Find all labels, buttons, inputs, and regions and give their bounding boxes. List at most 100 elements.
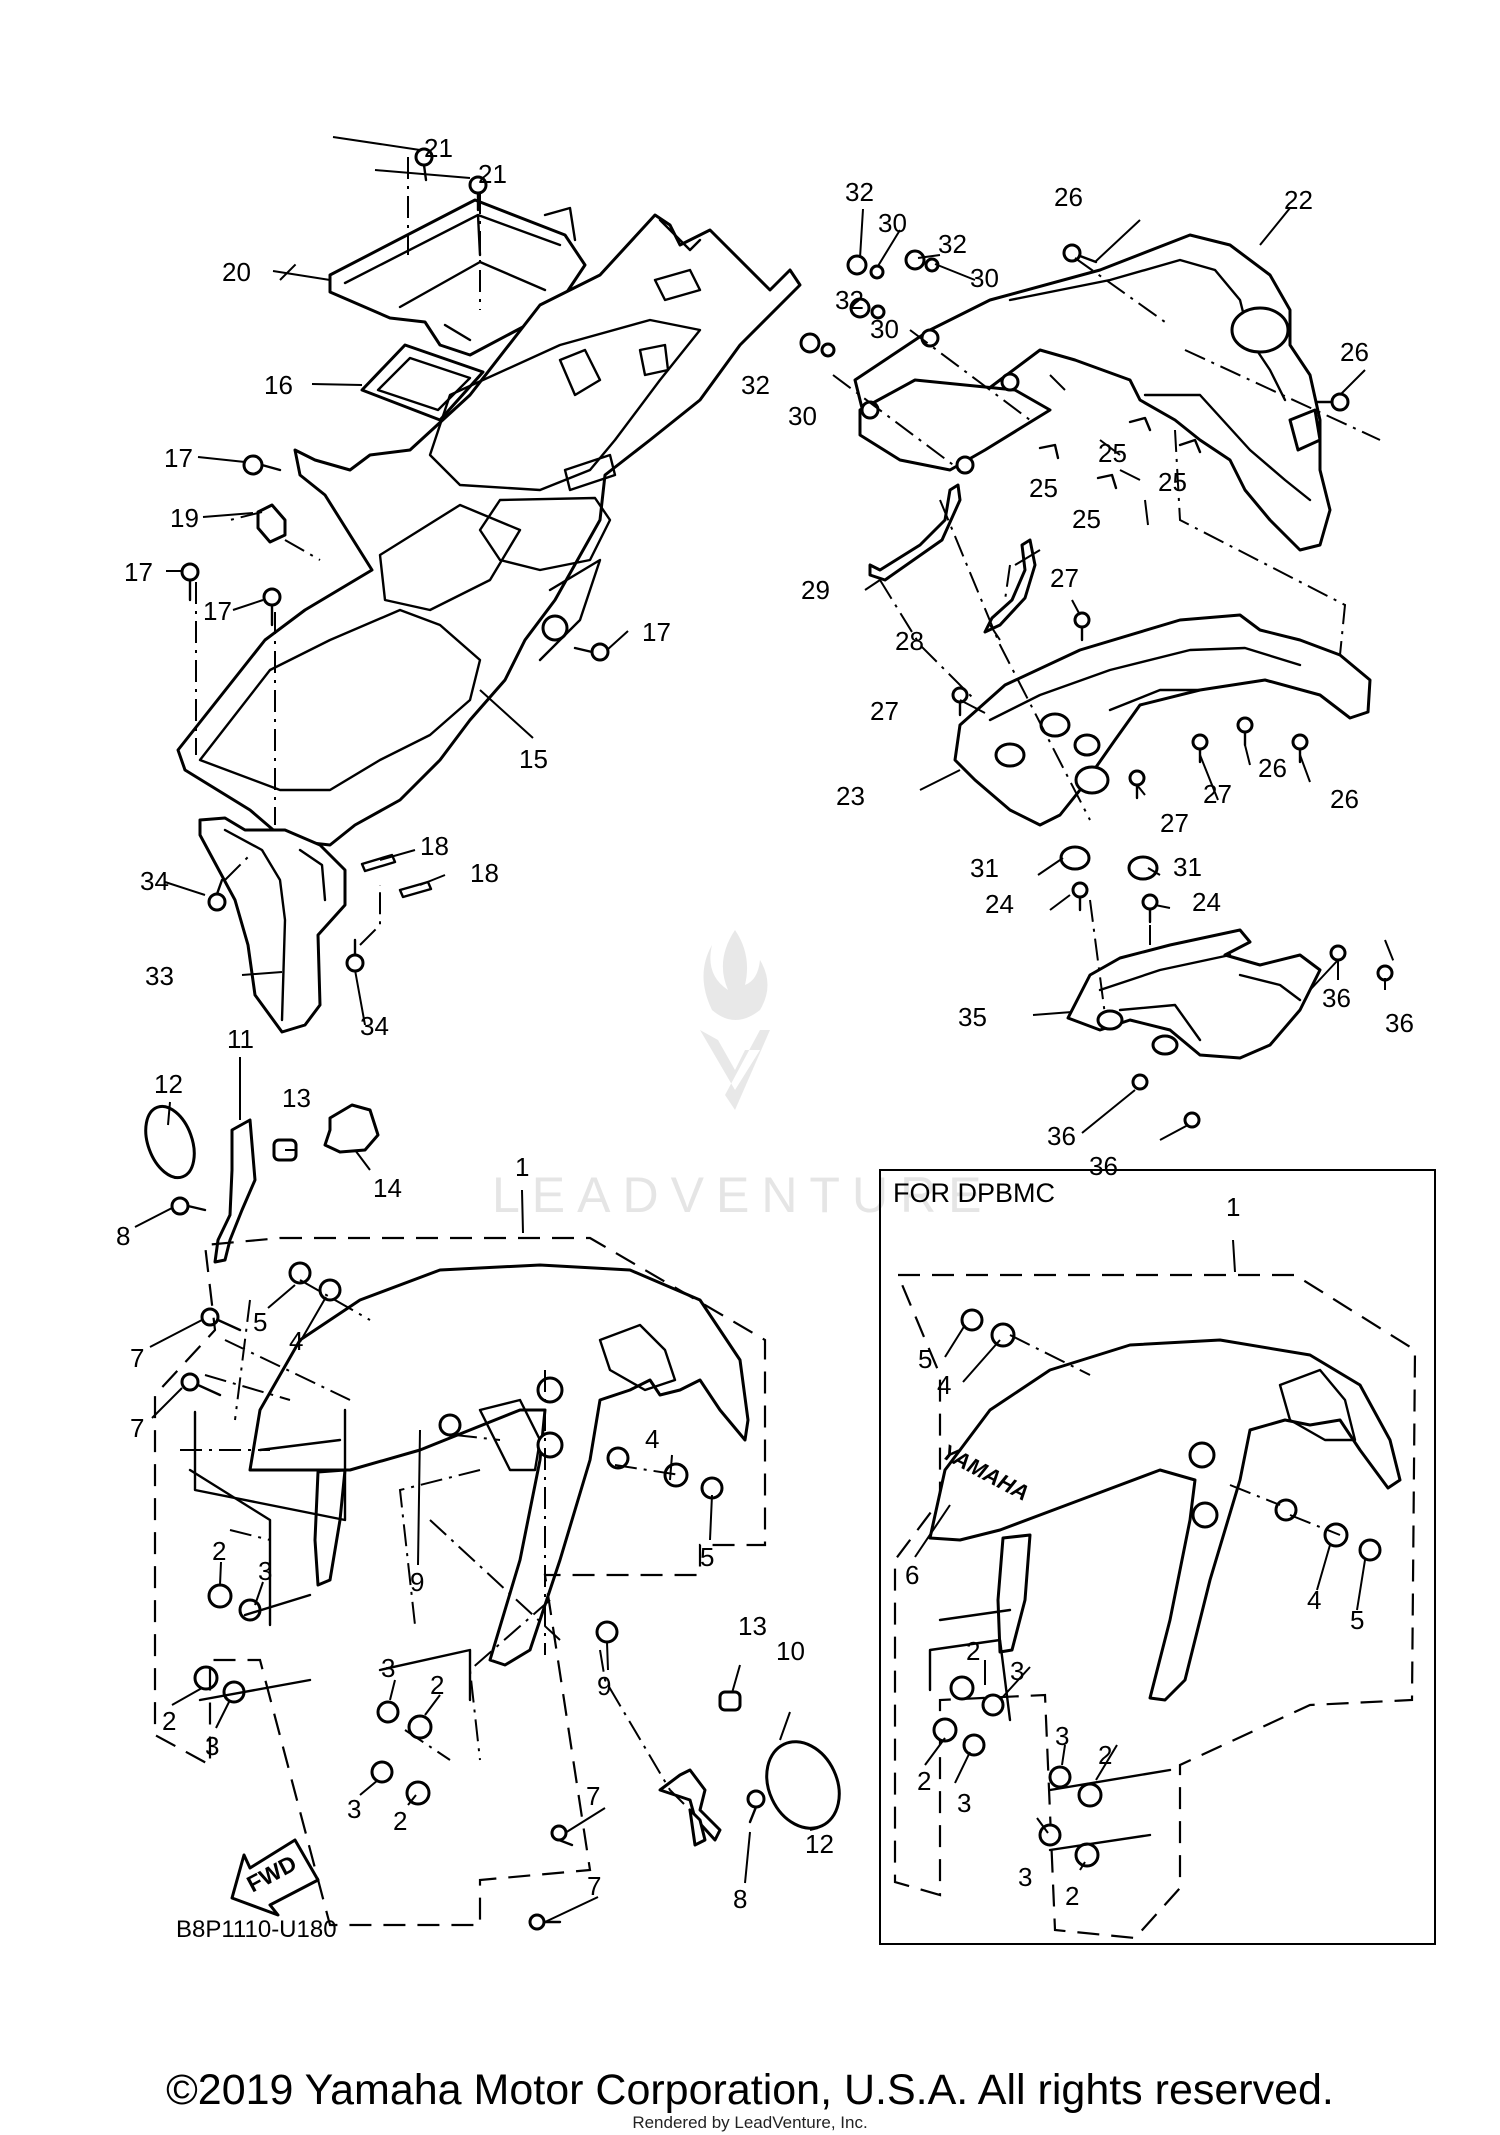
callout-15: 15 — [519, 744, 548, 774]
callout-27-a: 27 — [1050, 563, 1079, 593]
callout-32-d: 32 — [741, 370, 770, 400]
part-18-clip-b — [398, 880, 433, 899]
callout-34-b: 34 — [360, 1011, 389, 1041]
callout-34-a: 34 — [140, 866, 169, 896]
callout-2-h: 2 — [1065, 1881, 1079, 1911]
diagram-code: B8P1110-U180 — [176, 1916, 337, 1943]
callout-26-a: 26 — [1054, 182, 1083, 212]
part-25-clips — [1038, 416, 1202, 490]
callout-32-b: 32 — [938, 229, 967, 259]
part-35-cover — [1066, 928, 1322, 1060]
callout-36-a: 36 — [1322, 983, 1351, 1013]
callout-3-e: 3 — [1010, 1656, 1024, 1686]
part-10-bracket — [658, 1768, 722, 1842]
hardware-dpbmc — [932, 1308, 1382, 1868]
callout-17-b: 17 — [124, 557, 153, 587]
part-16-gasket — [360, 343, 485, 422]
callout-1-b: 1 — [1226, 1192, 1240, 1222]
callout-27-c: 27 — [1203, 779, 1232, 809]
callout-22: 22 — [1284, 185, 1313, 215]
callout-32-a: 32 — [845, 177, 874, 207]
callout-19: 19 — [170, 503, 199, 533]
part-14-clamp — [323, 1103, 380, 1154]
callout-25-d: 25 — [1072, 504, 1101, 534]
grommets-32-30 — [799, 249, 1020, 475]
callout-33: 33 — [145, 961, 174, 991]
callout-28: 28 — [895, 626, 924, 656]
callout-26-d: 26 — [1330, 784, 1359, 814]
rear-fender-group — [164, 136, 802, 1034]
callout-26-c: 26 — [1258, 753, 1287, 783]
seat-cowl-group — [799, 207, 1396, 1141]
callout-3-f: 3 — [957, 1788, 971, 1818]
callout-21-b: 21 — [478, 159, 507, 189]
callout-4-d: 4 — [1307, 1585, 1321, 1615]
part-28-bracket — [983, 538, 1037, 634]
callout-18-b: 18 — [470, 858, 499, 888]
callout-36-c: 36 — [1047, 1121, 1076, 1151]
part-22-tail-cover — [853, 233, 1332, 552]
part-29-bracket — [868, 483, 962, 582]
front-fender-outline — [153, 1236, 767, 1927]
callout-9-a: 9 — [410, 1567, 424, 1597]
callout-5-b: 5 — [700, 1542, 714, 1572]
callout-5-d: 5 — [1350, 1605, 1364, 1635]
part-18-clip-a — [360, 853, 397, 873]
callout-7-c: 7 — [586, 1781, 600, 1811]
callout-20: 20 — [222, 257, 251, 287]
inset-dpbmc: FOR DPBMC YAMAHA — [879, 1169, 1436, 1945]
watermark: LEADVENTURE — [492, 930, 994, 1223]
callout-31-b: 31 — [1173, 852, 1202, 882]
part-12-reflector-lower — [765, 1740, 841, 1830]
callout-2-f: 2 — [917, 1766, 931, 1796]
bolts-rear-fender — [180, 147, 610, 973]
rendered-by-notice: Rendered by LeadVenture, Inc. — [632, 2113, 868, 2132]
callout-30-c: 30 — [870, 314, 899, 344]
callout-23: 23 — [836, 781, 865, 811]
callout-10: 10 — [776, 1636, 805, 1666]
callout-36-d: 36 — [1089, 1151, 1118, 1181]
callout-8-b: 8 — [733, 1884, 747, 1914]
callout-3-g: 3 — [1055, 1721, 1069, 1751]
bolts-27-26 — [951, 611, 1309, 800]
callout-24-a: 24 — [985, 889, 1014, 919]
callout-11: 11 — [227, 1024, 254, 1054]
callout-13-b: 13 — [738, 1611, 767, 1641]
callout-7-b: 7 — [130, 1413, 144, 1443]
callout-35: 35 — [958, 1002, 987, 1032]
callout-32-c: 32 — [835, 285, 864, 315]
callout-17-d: 17 — [642, 617, 671, 647]
callout-3-c: 3 — [381, 1653, 395, 1683]
callout-3-h: 3 — [1018, 1862, 1032, 1892]
callout-3-b: 3 — [205, 1731, 219, 1761]
callout-16: 16 — [264, 370, 293, 400]
callout-5-c: 5 — [918, 1344, 932, 1374]
watermark-text: LEADVENTURE — [492, 1167, 994, 1223]
callout-24-b: 24 — [1192, 887, 1221, 917]
inset-title: FOR DPBMC — [893, 1178, 1055, 1208]
callout-4-b: 4 — [645, 1424, 659, 1454]
callout-25-b: 25 — [1029, 473, 1058, 503]
callout-21-a: 21 — [424, 133, 453, 163]
callout-2-g: 2 — [1098, 1740, 1112, 1770]
callout-9-b: 9 — [597, 1671, 611, 1701]
callout-2-e: 2 — [966, 1636, 980, 1666]
front-fender-group: FWD B8P1110-U180 — [134, 1057, 841, 1943]
callout-30-d: 30 — [788, 401, 817, 431]
callout-17-c: 17 — [203, 596, 232, 626]
part-33-flap — [198, 816, 347, 1034]
callout-27-b: 27 — [870, 696, 899, 726]
callout-2-d: 2 — [393, 1806, 407, 1836]
callout-3-d: 3 — [347, 1794, 361, 1824]
callout-27-d: 27 — [1160, 808, 1189, 838]
callout-18-a: 18 — [420, 831, 449, 861]
callout-2-a: 2 — [212, 1536, 226, 1566]
callout-2-b: 2 — [162, 1706, 176, 1736]
callout-36-b: 36 — [1385, 1008, 1414, 1038]
hardware-front-fender — [180, 1261, 724, 1931]
callout-26-b: 26 — [1340, 337, 1369, 367]
callout-12-b: 12 — [805, 1829, 834, 1859]
callout-4-a: 4 — [289, 1326, 303, 1356]
callout-8-a: 8 — [116, 1221, 130, 1251]
